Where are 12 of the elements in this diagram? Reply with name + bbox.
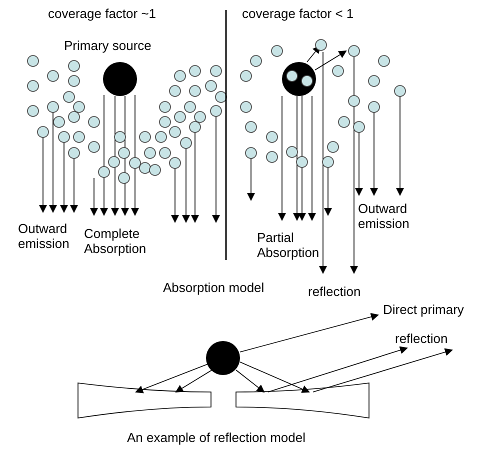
label-text: Outward emission [18, 221, 70, 251]
label-text: Partial Absorption [257, 230, 320, 260]
label-text: Outward emission [358, 201, 410, 231]
panel-heading: coverage factor ~1 [48, 6, 156, 21]
label-text: Complete Absorption [84, 226, 148, 256]
panel-heading: coverage factor < 1 [242, 6, 354, 21]
caption-text: An example of reflection model [127, 430, 306, 445]
label-text: Primary source [64, 38, 152, 53]
label-text: reflection [395, 331, 448, 346]
caption-text: Absorption model [163, 280, 264, 295]
label-text: Direct primary [383, 302, 464, 317]
label-text: reflection [308, 284, 361, 299]
